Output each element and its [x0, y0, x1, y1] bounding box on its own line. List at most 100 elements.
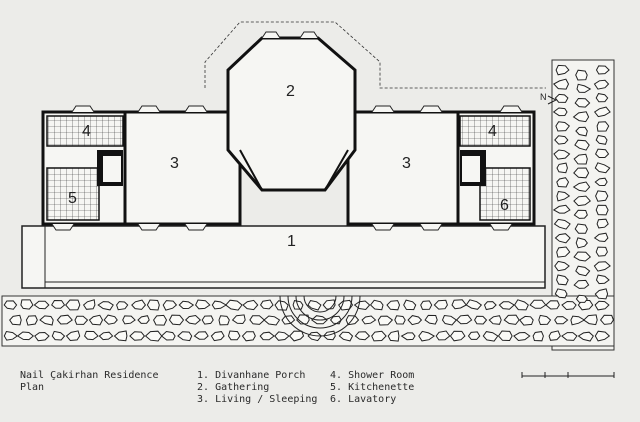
- stone: [554, 93, 569, 103]
- stone: [548, 330, 561, 341]
- stone: [554, 260, 570, 272]
- stone: [433, 299, 448, 310]
- stone: [338, 331, 354, 342]
- gathering-connector-left: [239, 149, 263, 191]
- stone: [595, 274, 610, 285]
- window-bay: [137, 105, 161, 113]
- stone: [56, 314, 73, 325]
- stone: [573, 195, 592, 207]
- stone: [455, 314, 473, 325]
- stone: [122, 315, 136, 325]
- stone: [210, 331, 225, 342]
- stone: [556, 246, 571, 258]
- window-bay: [261, 31, 281, 39]
- stone: [3, 330, 19, 341]
- stone: [201, 315, 214, 325]
- stone: [20, 299, 34, 310]
- stone: [465, 299, 483, 310]
- stone: [575, 237, 588, 249]
- window-bay: [184, 223, 208, 231]
- stone: [574, 97, 591, 108]
- stone: [552, 107, 568, 117]
- stone: [594, 288, 609, 300]
- stone: [577, 331, 594, 342]
- stone: [307, 331, 322, 342]
- stone: [575, 265, 591, 277]
- stone: [131, 299, 147, 310]
- window-bay: [371, 105, 395, 113]
- stone: [556, 177, 570, 188]
- stone: [594, 300, 610, 311]
- stone: [529, 299, 547, 309]
- stone: [377, 315, 394, 326]
- stone: [572, 111, 590, 123]
- stone: [556, 274, 569, 286]
- stone: [241, 331, 256, 342]
- drawing-title-line2: Plan: [20, 382, 45, 393]
- north-arrow-icon: [547, 95, 558, 105]
- stone: [575, 69, 588, 81]
- stone: [573, 251, 592, 262]
- stone: [594, 148, 610, 158]
- stone: [218, 315, 230, 326]
- fireplace-right-inner: [462, 156, 480, 182]
- stone: [513, 331, 531, 342]
- stone: [146, 299, 160, 311]
- stone: [555, 121, 571, 132]
- stone: [555, 64, 570, 76]
- drawing-title-line1: Nail Çakirhan Residence: [20, 370, 159, 381]
- stone: [538, 314, 552, 326]
- stone: [575, 294, 588, 303]
- stone: [263, 315, 281, 326]
- stone: [153, 314, 168, 326]
- stone: [595, 246, 608, 257]
- stone: [593, 261, 611, 272]
- window-bay: [419, 223, 443, 231]
- stone: [65, 299, 81, 311]
- stone: [420, 300, 433, 310]
- stone: [595, 93, 609, 103]
- stone: [556, 190, 571, 202]
- stone: [518, 315, 534, 326]
- stone: [595, 204, 609, 216]
- stone: [394, 315, 406, 325]
- stone: [570, 315, 586, 326]
- entrance-steps: [279, 295, 361, 337]
- stone: [168, 314, 185, 326]
- gathering-connector-right: [324, 149, 349, 191]
- stone: [361, 315, 377, 325]
- stone: [307, 300, 322, 311]
- stone: [82, 299, 96, 310]
- label-kitchenette-left: 5: [68, 190, 77, 207]
- stone: [162, 300, 178, 311]
- stone: [441, 314, 458, 326]
- stone: [593, 79, 610, 90]
- window-bay: [71, 105, 95, 113]
- stone: [573, 153, 588, 165]
- stone: [424, 314, 438, 325]
- window-bay: [499, 105, 523, 113]
- stone: [259, 299, 274, 310]
- stone: [195, 299, 211, 310]
- stone: [554, 316, 569, 325]
- stone: [572, 181, 591, 192]
- stone: [594, 330, 611, 342]
- legend-item: 2. Gathering: [197, 382, 270, 393]
- legend-col-1: 1. Divanhane Porch 2. Gathering 3. Livin…: [197, 370, 317, 406]
- stone: [595, 65, 610, 75]
- window-bay: [137, 223, 161, 231]
- stone: [177, 331, 193, 342]
- label-gathering: 2: [286, 83, 295, 100]
- stone: [483, 301, 497, 311]
- stone: [498, 301, 515, 310]
- legend-item: 5. Kitchenette: [330, 382, 415, 393]
- stone: [573, 167, 590, 179]
- stone: [51, 299, 66, 309]
- stone: [231, 314, 246, 325]
- stone: [497, 330, 513, 342]
- stone: [3, 300, 18, 310]
- stone: [553, 218, 571, 230]
- stone: [97, 301, 114, 311]
